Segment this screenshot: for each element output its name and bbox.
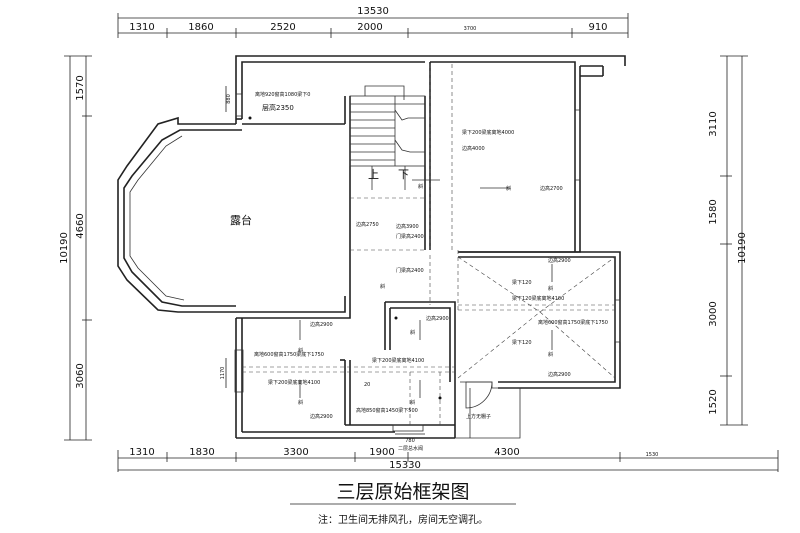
label-floor-height: 层高2350: [262, 103, 294, 112]
dot-marker: [248, 116, 252, 120]
label-edge-2900-c: 边高2900: [310, 321, 333, 328]
label-slope-1: 斜: [418, 183, 423, 190]
label-window-top: 离地920窗高1080梁下0: [255, 91, 310, 98]
label-water-valve: 二层总水阀: [398, 445, 423, 452]
stair: [349, 85, 426, 190]
bottom-dimension-chain: 1310 1830 3300 1900 4300 1530 15330: [117, 447, 779, 472]
label-door-2400-a: 门梁高2400: [396, 233, 424, 240]
label-beam-200-mid: 梁下200梁底离地4100: [372, 357, 424, 364]
dim-right-4: 1520: [708, 389, 719, 414]
dim-bottom-total: 15330: [389, 460, 421, 471]
label-beam-120-a: 梁下120: [512, 279, 532, 286]
label-window-left: 离地600窗高1750梁底下1750: [254, 351, 324, 358]
room-labels: 离地920窗高1080梁下0 层高2350 露台 上 下 梁下200梁底离地40…: [230, 91, 608, 452]
walls: [117, 55, 626, 439]
label-edge-2900-d: 边高2900: [310, 413, 333, 420]
label-beam-200-left: 梁下200梁底离地4100: [268, 379, 320, 386]
label-slope-8: 斜: [548, 285, 553, 292]
label-angle-20: 20: [364, 382, 370, 388]
dim-top-2: 1860: [188, 22, 213, 33]
dim-bottom-6: 1530: [646, 452, 659, 458]
local-dimensions: 880 1170 780: [220, 86, 425, 444]
dim-left-total: 10190: [59, 232, 70, 264]
label-beam-120-c: 梁下120: [512, 339, 532, 346]
right-dimension-chain: 10190 3110 1580 3000 1520: [708, 55, 748, 426]
label-edge-2900-e: 边高2900: [426, 315, 449, 322]
label-slope-3: 斜: [380, 283, 385, 290]
dim-left-1: 1570: [75, 75, 86, 100]
label-edge-2700: 边高2700: [540, 185, 563, 192]
top-dimension-chain: 13530 1310 1860 2520 2000 3700 910: [117, 6, 629, 38]
dim-left-3: 3060: [75, 363, 86, 388]
label-window-mid: 高地850窗高1450梁下500: [356, 407, 418, 414]
label-stair-up: 上: [368, 168, 379, 181]
label-edge-2900-a: 边高2900: [548, 257, 571, 264]
label-beam-120-b: 梁下120梁底离地4100: [512, 295, 564, 302]
label-no-ceiling: 上方无棚子: [466, 413, 491, 420]
label-slope-6: 斜: [410, 329, 415, 336]
label-stair-down: 下: [398, 168, 409, 181]
slope-arrows: [299, 179, 553, 398]
dim-bottom-3: 3300: [283, 447, 308, 458]
dim-bottom-2: 1830: [189, 447, 214, 458]
dim-top-4: 2000: [357, 22, 382, 33]
dot-marker: [394, 316, 398, 320]
label-window-right: 离地600窗高1750梁底下1750: [538, 319, 608, 326]
dim-1170: 1170: [220, 367, 226, 380]
drawing-note: 注：卫生间无排风孔，房间无空调孔。: [318, 513, 488, 526]
dim-right-3: 3000: [708, 301, 719, 326]
dim-left-2: 4660: [75, 213, 86, 238]
label-slope-7: 斜: [410, 399, 415, 406]
left-dimension-chain: 10190 1570 4660 3060: [59, 55, 92, 441]
dim-top-6: 910: [588, 22, 607, 33]
dim-right-total: 10190: [737, 232, 748, 264]
windows: [234, 93, 621, 432]
label-slope-5: 斜: [298, 399, 303, 406]
dim-top-1: 1310: [129, 22, 154, 33]
dim-bottom-5: 4300: [494, 447, 519, 458]
label-slope-4: 斜: [298, 347, 303, 354]
label-edge-4000: 边高4000: [462, 145, 485, 152]
dim-right-2: 1580: [708, 199, 719, 224]
drawing-title: 三层原始框架图: [336, 481, 469, 503]
label-terrace: 露台: [230, 213, 252, 227]
dim-top-3: 2520: [270, 22, 295, 33]
dim-bottom-4: 1900: [369, 447, 394, 458]
door-swing: [465, 381, 493, 409]
label-slope-2: 斜: [506, 185, 511, 192]
label-door-2400-b: 门梁高2400: [396, 267, 424, 274]
beam-lines: [242, 64, 616, 425]
dot-marker: [438, 396, 442, 400]
label-edge-3900: 边高3900: [396, 223, 419, 230]
dim-top-total: 13530: [357, 6, 389, 17]
dim-780: 780: [405, 438, 415, 444]
dim-bottom-1: 1310: [129, 447, 154, 458]
dim-top-5: 3700: [464, 26, 477, 32]
label-edge-2900-b: 边高2900: [548, 371, 571, 378]
dim-880: 880: [226, 94, 232, 104]
label-slope-9: 斜: [548, 351, 553, 358]
label-beam-top-right: 梁下200梁底离地4000: [462, 129, 514, 136]
label-edge-2750: 边高2750: [356, 221, 379, 228]
dim-right-1: 3110: [708, 111, 719, 136]
